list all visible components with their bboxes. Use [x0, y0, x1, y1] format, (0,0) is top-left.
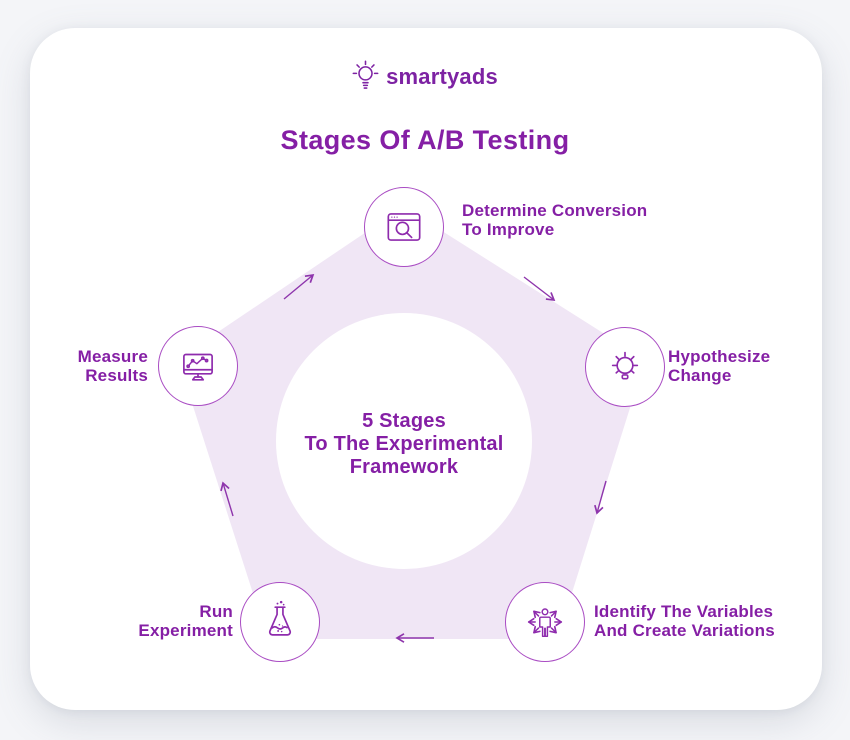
stage-label-line: Run [199, 602, 233, 621]
stage-label-line: Results [85, 366, 148, 385]
stage-label-line: Identify The Variables [594, 602, 774, 621]
stage-node-determine-conversion [364, 187, 444, 267]
stage-label-measure-results: Measure Results [78, 347, 148, 385]
stage-label-line: Experiment [138, 621, 233, 640]
stage-label-identify-variables: Identify The Variables And Create Variat… [594, 602, 775, 640]
stage-label-line: Change [668, 366, 732, 385]
stage-label-line: Hypothesize [668, 347, 771, 366]
monitor-chart-icon [183, 353, 213, 381]
center-label-line3: Framework [349, 456, 459, 478]
person-variations-icon [522, 608, 568, 638]
stage-label-determine-conversion: Determine Conversion To Improve [462, 201, 647, 239]
stage-label-line: Measure [77, 347, 148, 366]
lightbulb-rays-icon [352, 60, 379, 89]
stage-node-measure-results [158, 326, 238, 406]
stage-node-identify-variables [505, 582, 585, 662]
center-label-line1: 5 Stages [362, 410, 446, 432]
browser-search-icon [387, 213, 421, 241]
flask-icon [268, 600, 292, 636]
center-label: 5 Stages To The Experimental Framework [254, 410, 554, 479]
lightbulb-idea-icon [611, 351, 639, 380]
stage-node-run-experiment [240, 582, 320, 662]
stage-label-hypothesize-change: Hypothesize Change [668, 347, 770, 385]
logo: smartyads [0, 60, 850, 93]
stage-label-line: To Improve [462, 220, 555, 239]
stage-label-run-experiment: Run Experiment [138, 602, 233, 640]
stage-label-line: Determine Conversion [462, 201, 648, 220]
page-title: Stages Of A/B Testing [280, 125, 570, 155]
logo-text: smartyads [386, 63, 498, 89]
stage-node-hypothesize-change [585, 327, 665, 407]
center-label-line2: To The Experimental [304, 433, 504, 455]
stage-label-line: And Create Variations [594, 621, 775, 640]
